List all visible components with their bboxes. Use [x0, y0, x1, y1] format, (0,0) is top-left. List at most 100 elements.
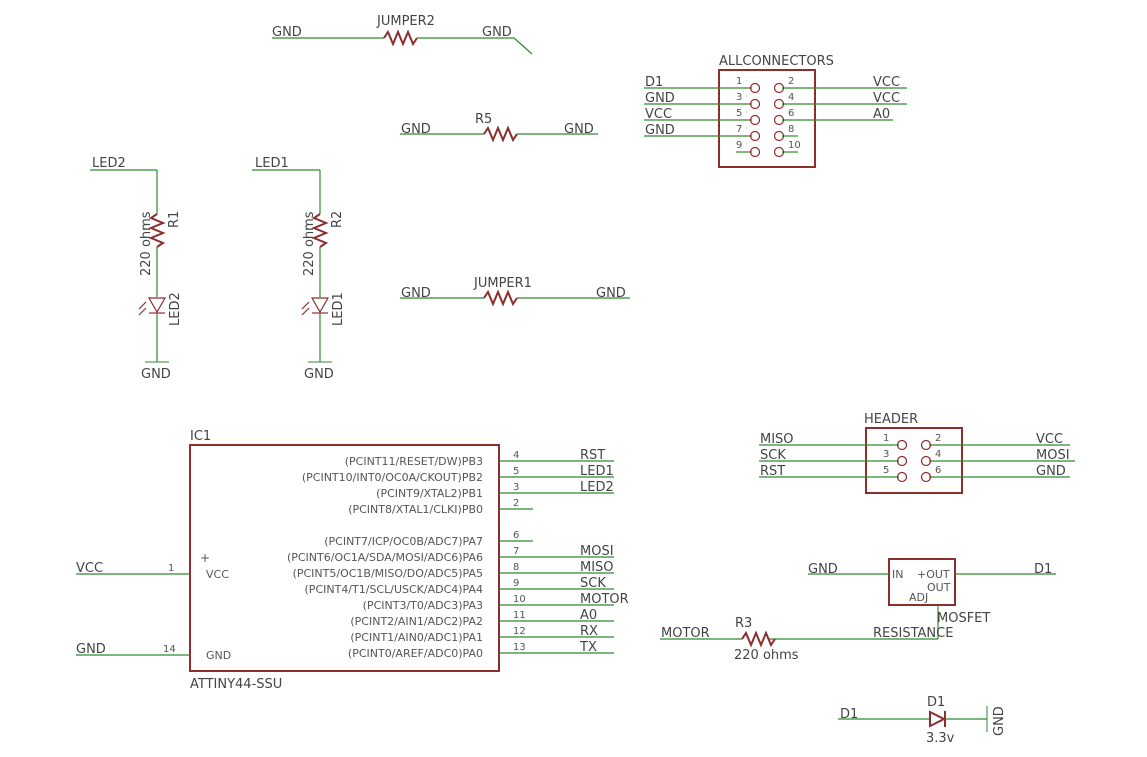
ac-pin-8: 8	[788, 124, 794, 135]
mosfet-net-resistance: RESISTANCE	[873, 626, 953, 641]
hdr-pin-6: 6	[935, 465, 941, 476]
r5-right-net: GND	[564, 122, 594, 137]
ic1-pin-number: 9	[513, 578, 519, 589]
ic1-pin-number: 8	[513, 562, 519, 573]
led2-net-label: LED2	[92, 156, 126, 171]
mosfet-net-d1: D1	[1034, 562, 1052, 577]
ic1-pin-1: 1	[168, 563, 174, 574]
mosfet-pin-out1: +OUT	[917, 568, 950, 581]
hdr-net-mosi: MOSI	[1036, 448, 1070, 463]
hdr-net-sck: SCK	[760, 448, 786, 463]
jumper1-right-net: GND	[596, 286, 626, 301]
led1-net-label: LED1	[255, 156, 289, 171]
hdr-pin-5: 5	[883, 465, 889, 476]
ic1-pin-14: 14	[163, 644, 176, 655]
d1-name: D1	[927, 695, 945, 710]
jumper2-left-net: GND	[272, 25, 302, 40]
ic1-pin-label: (PCINT8/XTAL1/CLKI)PB0	[348, 503, 483, 516]
ic1-pin-number: 7	[513, 546, 519, 557]
ic1-component[interactable]: IC1 ATTINY44-SSU + 1 14 VCC GND VCC GND …	[76, 429, 629, 692]
ac-pin-9: 9	[736, 140, 742, 151]
ic1-net-label: MISO	[580, 560, 614, 575]
ic1-pin-number: 11	[513, 610, 526, 621]
ic1-net-label: TX	[579, 640, 597, 655]
jumper2-right-net: GND	[482, 25, 512, 40]
r3-name: R3	[735, 616, 752, 631]
ac-pin-2: 2	[788, 76, 794, 87]
ic1-net-label: MOTOR	[580, 592, 629, 607]
ic1-pin-number: 12	[513, 626, 526, 637]
hdr-pin-3: 3	[883, 449, 889, 460]
r5-left-net: GND	[401, 122, 431, 137]
led2-name: LED2	[168, 292, 183, 326]
ac-pin-5: 5	[736, 108, 742, 119]
ac-pin-1: 1	[736, 76, 742, 87]
ic1-pin-number: 4	[513, 450, 519, 461]
led1-branch[interactable]: LED1 R2 220 ohms LED1 GND	[252, 156, 346, 382]
r2-name: R2	[330, 211, 345, 228]
ic1-pin-label: (PCINT7/ICP/OC0B/ADC7)PA7	[324, 535, 483, 548]
d1-value: 3.3v	[926, 731, 955, 746]
hdr-net-vcc: VCC	[1036, 432, 1063, 447]
ic1-part: ATTINY44-SSU	[190, 677, 282, 692]
mosfet-name: MOSFET	[937, 611, 990, 626]
ac-pin-6: 6	[788, 108, 794, 119]
d1-gnd: GND	[992, 706, 1007, 736]
ic1-vcc-plus: +	[200, 551, 210, 565]
ic1-ref: IC1	[190, 429, 211, 444]
ic1-net-label: A0	[580, 608, 597, 623]
r3-component[interactable]: R3 220 ohms MOTOR	[660, 616, 799, 663]
jumper2-component[interactable]: JUMPER2 GND GND	[272, 14, 533, 55]
hdr-net-rst: RST	[760, 464, 785, 479]
allconnectors-component[interactable]: ALLCONNECTORS 1 3 5 7 9 2 4 6 8 10 D1 GN…	[644, 54, 907, 168]
allconnectors-title: ALLCONNECTORS	[719, 54, 834, 69]
r2-value: 220 ohms	[302, 211, 317, 276]
ac-pin-3: 3	[736, 92, 742, 103]
ic1-net-vcc: VCC	[76, 561, 103, 576]
jumper1-name: JUMPER1	[473, 276, 532, 291]
ic1-gnd-label: GND	[206, 649, 231, 662]
r5-component[interactable]: R5 GND GND	[400, 112, 598, 143]
ac-pin-10: 10	[788, 140, 801, 151]
ic1-net-label: SCK	[580, 576, 606, 591]
ic1-net-label: RX	[580, 624, 598, 639]
mosfet-pin-adj: ADJ	[909, 591, 928, 604]
jumper1-component[interactable]: JUMPER1 GND GND	[400, 276, 630, 307]
mosfet-pin-in: IN	[892, 568, 903, 581]
r5-name: R5	[475, 112, 492, 127]
ac-net-vcc-r2: VCC	[873, 91, 900, 106]
ac-net-gnd-1: GND	[645, 91, 675, 106]
hdr-net-miso: MISO	[760, 432, 794, 447]
ic1-pin-label: (PCINT11/RESET/DW)PB3	[345, 455, 483, 468]
ic1-pin-label: (PCINT5/OC1B/MISO/DO/ADC5)PA5	[293, 567, 483, 580]
led1-name: LED1	[331, 292, 346, 326]
r3-value: 220 ohms	[734, 648, 799, 663]
ic1-pin-label: (PCINT0/AREF/ADC0)PA0	[348, 647, 483, 660]
ic1-pin-label: (PCINT2/AIN1/ADC2)PA2	[350, 615, 483, 628]
ic1-pin-number: 13	[513, 642, 526, 653]
d1-component[interactable]: D1 3.3v D1 GND	[838, 695, 1007, 746]
header-component[interactable]: HEADER 1 3 5 2 4 6 MISO SCK RST VCC MOSI…	[759, 412, 1075, 494]
ic1-net-label: LED2	[580, 480, 614, 495]
ac-pin-4: 4	[788, 92, 794, 103]
header-title: HEADER	[864, 412, 918, 427]
mosfet-pin-out2: OUT	[927, 581, 951, 594]
ic1-pin-number: 10	[513, 594, 526, 605]
ic1-vcc-label: VCC	[206, 568, 229, 581]
ic1-net-label: LED1	[580, 464, 614, 479]
ic1-pin-label: (PCINT10/INT0/OC0A/CKOUT)PB2	[302, 471, 483, 484]
mosfet-component[interactable]: IN +OUT OUT ADJ MOSFET GND D1 RESISTANCE	[768, 558, 1056, 641]
ac-pin-7: 7	[736, 124, 742, 135]
led1-gnd: GND	[304, 367, 334, 382]
ic1-pin-number: 3	[513, 482, 519, 493]
ic1-pin-number: 5	[513, 466, 519, 477]
jumper2-name: JUMPER2	[376, 14, 435, 29]
ic1-net-label: RST	[580, 448, 605, 463]
jumper1-left-net: GND	[401, 286, 431, 301]
led2-gnd: GND	[141, 367, 171, 382]
ic1-pin-number: 2	[513, 498, 519, 509]
led2-branch[interactable]: LED2 R1 220 ohms LED2 GND	[90, 156, 183, 382]
ic1-pin-label: (PCINT3/T0/ADC3)PA3	[363, 599, 483, 612]
ic1-net-label: MOSI	[580, 544, 614, 559]
